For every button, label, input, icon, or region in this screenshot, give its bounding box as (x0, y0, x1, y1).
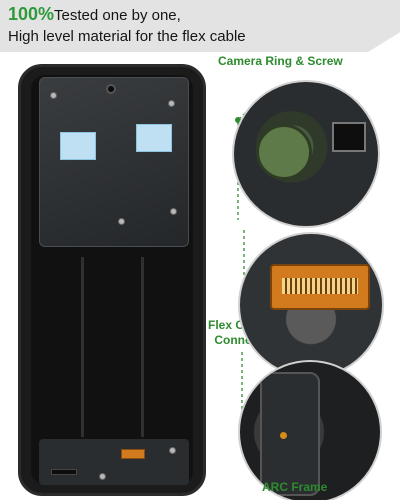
bottom-frame-plate (39, 439, 189, 485)
headline-banner: 100%Tested one by one, High level materi… (0, 0, 400, 52)
blue-tape-right (136, 124, 172, 152)
camera-callout-label: Camera Ring & Screw (218, 54, 343, 68)
screw-icon (170, 208, 177, 215)
screw-icon (50, 92, 57, 99)
headline-line-1: 100%Tested one by one, (8, 4, 392, 26)
screw-icon (169, 447, 176, 454)
front-camera-hole-icon (106, 84, 116, 94)
speaker-grille-icon (51, 469, 77, 475)
camera-ring-icon (256, 124, 312, 180)
frame-rail-right (141, 257, 144, 437)
camera-lens-icon (332, 122, 366, 152)
flex-connector-icon (121, 449, 145, 459)
arc-callout-label: ARC Frame (262, 480, 328, 494)
flex-cable-zoom-circle (238, 232, 384, 378)
headline-line-2: High level material for the flex cable (8, 28, 246, 45)
camera-ring-zoom-circle (232, 80, 380, 228)
arc-frame-zoom-circle (238, 360, 382, 500)
frame-rail-left (81, 257, 84, 437)
headline-line-1-text: Tested one by one, (54, 7, 181, 24)
headline-highlight: 100% (8, 4, 55, 24)
connector-pins-icon (282, 278, 358, 294)
frame-pin-icon (280, 432, 287, 439)
screw-icon (168, 100, 175, 107)
arc-frame-edge-icon (260, 372, 320, 496)
top-mid-frame-plate (39, 77, 189, 247)
phone-frame-image (18, 64, 206, 496)
blue-tape-left (60, 132, 96, 160)
screw-icon (99, 473, 106, 480)
screw-icon (118, 218, 125, 225)
